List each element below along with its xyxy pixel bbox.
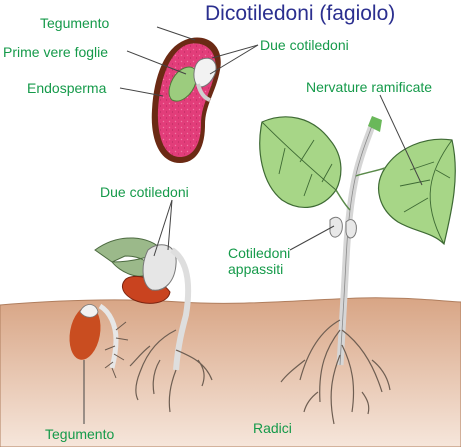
leader-lines xyxy=(83,26,423,424)
young-root xyxy=(98,303,119,369)
leader-seed-coat-top xyxy=(156,26,196,41)
leader-endosperm xyxy=(119,87,164,97)
seed-coat-small xyxy=(69,306,101,360)
plant-roots xyxy=(280,319,391,425)
leader-cotyledons-top-b xyxy=(209,44,259,75)
bean-seed-section xyxy=(151,37,221,164)
embryo-cotyledon-cap xyxy=(193,57,217,88)
germinating-seed xyxy=(69,303,129,379)
label-roots: Radici xyxy=(253,420,292,436)
apical-bud xyxy=(368,116,382,132)
label-seed-coat-top: Tegumento xyxy=(40,15,109,31)
leader-branched-veins xyxy=(379,94,423,186)
left-leaf-veins xyxy=(261,121,337,197)
leader-cotyledons-mid-a xyxy=(153,199,173,257)
young-root-hairs xyxy=(104,321,129,379)
seedling xyxy=(94,237,213,413)
seed-coat-tip xyxy=(79,304,99,318)
leader-withered xyxy=(289,225,335,251)
diagram-title: Dicotiledoni (fagiolo) xyxy=(205,2,395,25)
leader-cotyledons-mid-b xyxy=(167,199,173,251)
right-leaf xyxy=(377,138,456,246)
label-branched-veins: Nervature ramificate xyxy=(306,79,432,95)
leader-cotyledons-top-a xyxy=(211,44,259,59)
leaf-petiole-left xyxy=(335,189,351,211)
withered-cotyledons xyxy=(329,216,357,239)
labels: Tegumento Prime vere foglie Endosperma D… xyxy=(3,15,432,442)
seedling-roots xyxy=(129,329,213,413)
plant-stem-outline xyxy=(339,119,375,366)
label-seed-coat-bottom: Tegumento xyxy=(45,426,114,442)
right-leaf-veins xyxy=(399,139,453,245)
label-endosperm: Endosperma xyxy=(27,80,107,96)
leaf-petiole-right xyxy=(355,167,386,177)
leader-first-leaves xyxy=(126,50,187,75)
soil xyxy=(0,297,461,447)
label-two-cotyledons-mid: Due cotiledoni xyxy=(100,184,189,200)
seedling-cotyledon-white xyxy=(142,244,177,291)
label-first-leaves: Prime vere foglie xyxy=(3,44,108,60)
label-withered-cotyledons-2: appassiti xyxy=(228,261,283,277)
mature-plant xyxy=(259,116,456,425)
label-two-cotyledons-top: Due cotiledoni xyxy=(260,37,349,53)
embryo-first-leaves xyxy=(168,66,198,102)
embryo-radicle xyxy=(196,83,211,102)
seedling-stem xyxy=(170,247,192,371)
label-withered-cotyledons-1: Cotiledoni xyxy=(228,245,290,261)
